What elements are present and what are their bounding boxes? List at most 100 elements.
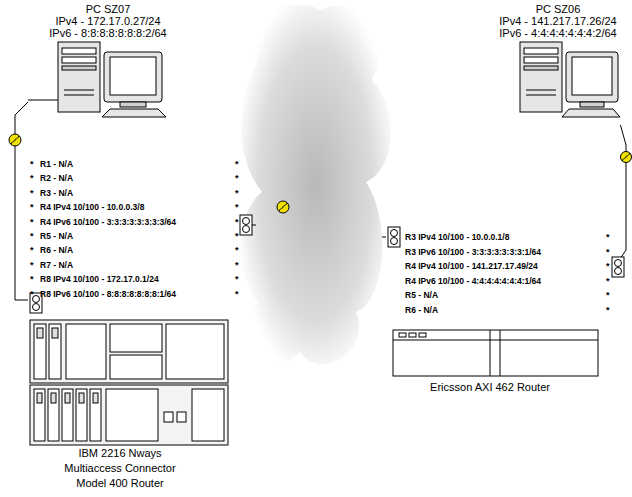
drive-bay bbox=[62, 48, 96, 54]
router-card bbox=[76, 389, 87, 441]
ibm-router-illustration bbox=[30, 225, 256, 445]
drive-bay bbox=[62, 66, 96, 70]
bullet-mark: * bbox=[606, 290, 610, 300]
address-text: IPv4 - 141.217.17.26/24 bbox=[488, 15, 628, 27]
tower-vent bbox=[526, 90, 556, 91]
port-line: R6 - N/A bbox=[405, 305, 438, 315]
cable-symbol-ring bbox=[621, 152, 632, 163]
bullet-mark: * bbox=[30, 274, 34, 284]
router-connector bbox=[177, 412, 186, 422]
router-chassis bbox=[393, 330, 598, 376]
bullet-mark: * bbox=[30, 260, 34, 270]
bullet-mark: * bbox=[235, 173, 239, 183]
tower-vent bbox=[64, 95, 94, 96]
port-jack bbox=[243, 226, 250, 233]
port-line: R3 - N/A bbox=[40, 188, 73, 198]
card-latch bbox=[93, 393, 98, 403]
router-led bbox=[399, 333, 406, 337]
router-card bbox=[62, 389, 73, 441]
monitor-base bbox=[580, 102, 604, 107]
port-jack bbox=[391, 238, 398, 245]
port-line: R4 IPv4 10/100 - 141.217.17.49/24 bbox=[405, 261, 538, 271]
router-edge bbox=[393, 340, 598, 341]
tower-vent bbox=[64, 90, 94, 91]
bullet-mark: * bbox=[235, 260, 239, 270]
cable-line bbox=[15, 102, 28, 300]
router-panel bbox=[192, 389, 224, 441]
bullet-mark: * bbox=[235, 188, 239, 198]
bullet-mark: * bbox=[30, 231, 34, 241]
router-card bbox=[49, 324, 61, 379]
port-box bbox=[240, 215, 252, 235]
router-divider bbox=[500, 330, 501, 376]
port-line: R3 IPv4 10/100 - 10.0.0.1/8 bbox=[405, 232, 509, 242]
drive-bay bbox=[524, 48, 558, 54]
pc-illustration bbox=[520, 42, 620, 117]
card-latch bbox=[37, 393, 42, 403]
cable-symbol bbox=[277, 201, 289, 213]
pc-tower bbox=[520, 42, 562, 112]
network-cloud bbox=[240, 4, 391, 364]
bullet-mark: * bbox=[30, 173, 34, 183]
cable-symbol-mark bbox=[11, 136, 19, 144]
card-latch bbox=[51, 393, 56, 403]
device-name: Ericsson AXI 462 Router bbox=[415, 381, 565, 394]
cable-symbol-mark bbox=[279, 203, 287, 211]
host-name: PC SZ07 bbox=[28, 3, 188, 15]
cable-line bbox=[612, 125, 626, 262]
ericsson-router-illustration bbox=[393, 330, 598, 376]
tower-vent bbox=[526, 95, 556, 96]
port-line: R5 - N/A bbox=[405, 290, 438, 300]
drive-bay bbox=[524, 66, 558, 70]
bullet-mark: * bbox=[30, 289, 34, 299]
bullet-mark: * bbox=[606, 232, 610, 242]
port-box bbox=[30, 293, 42, 313]
cable-symbol bbox=[621, 152, 632, 163]
pc-monitor bbox=[566, 52, 618, 102]
bullet-mark: * bbox=[235, 202, 239, 212]
bullet-mark: * bbox=[235, 217, 239, 227]
port-line: R4 IPv4 10/100 - 10.0.0.3/8 bbox=[40, 202, 144, 212]
bullet-mark: * bbox=[30, 202, 34, 212]
cable-symbol-ring bbox=[9, 134, 21, 146]
router-card bbox=[90, 389, 101, 441]
port-box bbox=[388, 227, 400, 247]
port-line: R3 IPv6 10/100 - 3:3:3:3:3:3:3:1/64 bbox=[405, 247, 541, 257]
drive-bay bbox=[524, 57, 558, 63]
pc-node: PC SZ07IPv4 - 172.17.0.27/24IPv6 - 8:8:8… bbox=[28, 3, 192, 120]
card-latch bbox=[79, 393, 84, 403]
port-line: R2 - N/A bbox=[40, 173, 73, 183]
bullet-mark: * bbox=[235, 159, 239, 169]
cable-symbol bbox=[9, 134, 21, 146]
pc-illustration bbox=[28, 42, 166, 117]
port-jack bbox=[615, 260, 622, 267]
router-connector bbox=[164, 412, 173, 422]
router-panel bbox=[106, 389, 158, 441]
router-card bbox=[34, 389, 45, 441]
port-line: R8 IPv4 10/100 - 172.17.0.1/24 bbox=[40, 274, 159, 284]
bullet-mark: * bbox=[606, 276, 610, 286]
bullet-mark: * bbox=[606, 247, 610, 257]
port-line: R1 - N/A bbox=[40, 159, 73, 169]
address-text: IPv6 - 4:4:4:4:4:4:4:2/64 bbox=[488, 27, 628, 39]
port-jack bbox=[33, 296, 40, 303]
port-icon bbox=[30, 293, 42, 313]
router-chassis bbox=[30, 385, 228, 445]
bullet-mark: * bbox=[606, 305, 610, 315]
router-divider bbox=[490, 330, 491, 376]
cable-symbol-mark bbox=[622, 153, 630, 161]
bullet-mark: * bbox=[235, 289, 239, 299]
host-name: PC SZ06 bbox=[488, 3, 628, 15]
card-latch bbox=[52, 328, 58, 338]
port-box bbox=[612, 257, 624, 277]
port-jack bbox=[33, 304, 40, 311]
port-line: R5 - N/A bbox=[40, 231, 73, 241]
port-line: R6 - N/A bbox=[40, 245, 73, 255]
device-name: IBM 2216 Nways Multiaccess Connector Mod… bbox=[55, 446, 185, 491]
card-latch bbox=[37, 328, 43, 338]
address-text: IPv6 - 8:8:8:8:8:8:8:2/64 bbox=[28, 27, 188, 39]
port-jack bbox=[243, 218, 250, 225]
